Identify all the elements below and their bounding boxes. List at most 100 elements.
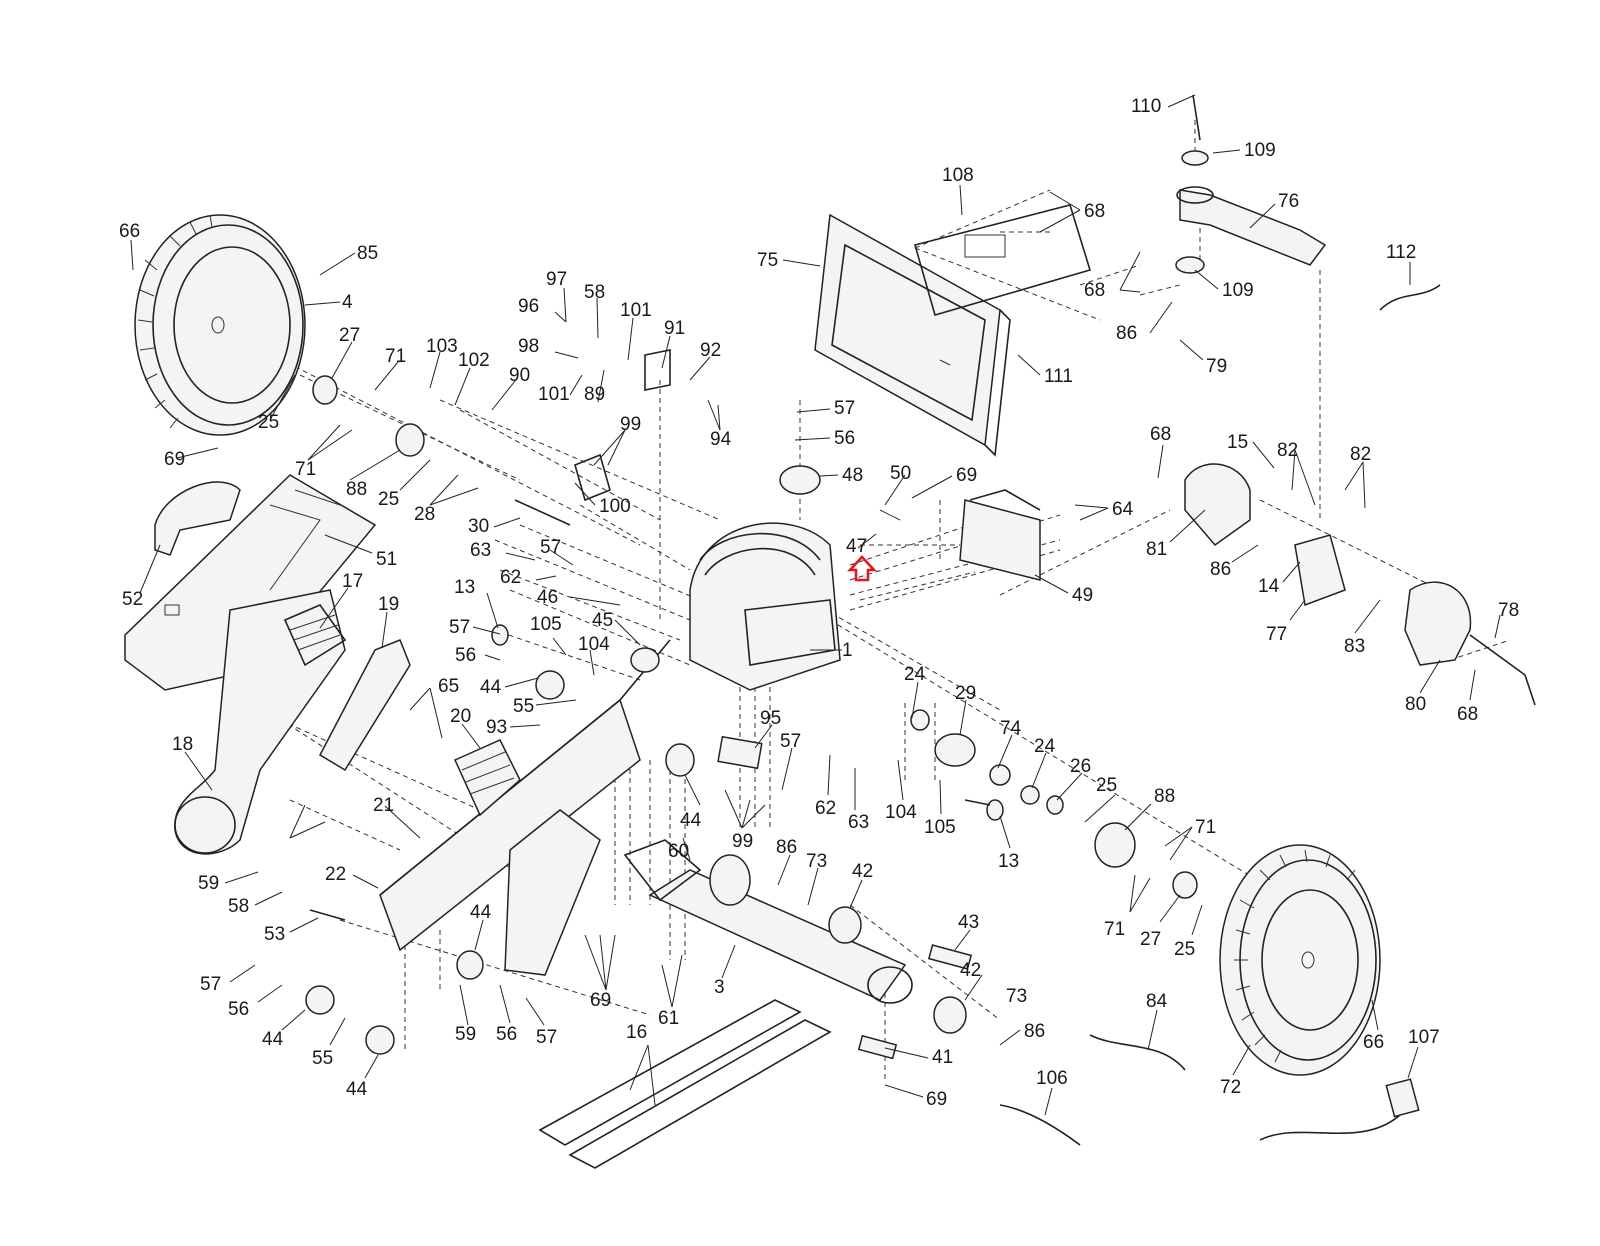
console-back-part-108: [914, 204, 1092, 316]
callout-label: 110: [1131, 96, 1161, 117]
callout-label: 68: [1084, 201, 1105, 222]
callout-label: 79: [1206, 356, 1227, 377]
callout-label: 82: [1277, 440, 1298, 461]
callout-label: 19: [378, 594, 399, 615]
callout-label: 75: [757, 250, 778, 271]
callout-label: 86: [776, 837, 797, 858]
callout-label: 25: [1174, 939, 1195, 960]
console-part-75: [814, 213, 1011, 457]
callout-label: 98: [518, 336, 539, 357]
callout-label: 85: [357, 243, 378, 264]
callout-label: 74: [1000, 718, 1022, 739]
callout-label: 58: [228, 896, 249, 917]
callout-label: 51: [376, 549, 397, 570]
callout-label: 48: [842, 465, 863, 486]
callout-label: 100: [599, 496, 631, 517]
callout-label: 66: [1363, 1032, 1384, 1053]
callout-label: 78: [1498, 600, 1519, 621]
callout-label: 4: [342, 292, 353, 313]
callout-label: 24: [1034, 736, 1056, 757]
callout-label: 61: [658, 1008, 679, 1029]
right-flywheel-part-72: [1219, 844, 1381, 1076]
bracket-part-77: [1294, 534, 1346, 607]
callout-label: 57: [536, 1027, 557, 1048]
callout-label: 96: [518, 296, 539, 317]
callout-label: 94: [710, 429, 732, 450]
callout-label: 73: [806, 851, 827, 872]
callout-label: 55: [513, 696, 534, 717]
callout-label: 25: [1096, 775, 1117, 796]
callout-label: 91: [664, 318, 685, 339]
callout-label: 66: [119, 221, 140, 242]
callout-label: 53: [264, 924, 285, 945]
callout-label: 104: [578, 634, 610, 655]
callout-label: 44: [470, 902, 492, 923]
handle-part-52: [154, 481, 241, 556]
callout-label: 92: [700, 340, 721, 361]
callout-label: 18: [172, 734, 193, 755]
callout-label: 69: [926, 1089, 947, 1110]
callout-label: 106: [1036, 1068, 1068, 1089]
callout-label: 27: [339, 325, 360, 346]
pedal-arm-part-18: [174, 589, 346, 855]
callout-label: 81: [1146, 539, 1167, 560]
callout-label: 89: [584, 384, 605, 405]
callout-label: 68: [1084, 280, 1105, 301]
callout-label: 49: [1072, 585, 1093, 606]
callout-label: 26: [1070, 756, 1091, 777]
callout-label: 45: [592, 610, 613, 631]
callout-label: 56: [496, 1024, 517, 1045]
callout-label: 56: [228, 999, 249, 1020]
callout-label: 101: [620, 300, 652, 321]
callout-label: 44: [480, 677, 502, 698]
callout-label: 57: [780, 731, 801, 752]
callout-label: 16: [626, 1022, 647, 1043]
callout-label: 65: [438, 676, 459, 697]
callout-label: 59: [198, 873, 219, 894]
callout-label: 93: [486, 717, 507, 738]
callout-label: 41: [932, 1047, 953, 1068]
callout-label: 68: [1457, 704, 1478, 725]
pedal-part-17: [283, 604, 347, 667]
leader-lines: [130, 94, 1501, 1116]
callout-label: 47: [846, 536, 867, 557]
callout-label: 22: [325, 864, 346, 885]
callout-label: 71: [385, 346, 406, 367]
callout-label: 20: [450, 706, 471, 727]
callout-label: 42: [960, 960, 981, 981]
callout-label: 99: [732, 831, 753, 852]
callout-label: 57: [200, 974, 221, 995]
callout-label: 109: [1222, 280, 1254, 301]
callout-label: 62: [815, 798, 836, 819]
callout-label: 73: [1006, 986, 1027, 1007]
callout-label: 80: [1405, 694, 1426, 715]
callout-label: 88: [346, 479, 367, 500]
pedal-part-20: [454, 739, 521, 817]
callout-label: 111: [1044, 366, 1073, 387]
callout-label: 25: [378, 489, 399, 510]
callout-label: 83: [1344, 636, 1365, 657]
callout-label: 76: [1278, 191, 1299, 212]
callout-label: 82: [1350, 444, 1371, 465]
plate-part-21: [504, 809, 601, 976]
callout-label: 72: [1220, 1077, 1241, 1098]
callout-label: 71: [1195, 817, 1216, 838]
callout-label: 105: [530, 614, 562, 635]
callout-label: 104: [885, 802, 917, 823]
callout-label: 90: [509, 365, 530, 386]
callout-label: 60: [668, 841, 689, 862]
callout-label: 17: [342, 571, 363, 592]
callout-label: 52: [122, 589, 143, 610]
callout-label: 13: [998, 851, 1019, 872]
callout-label: 112: [1386, 242, 1416, 263]
callout-label: 71: [1104, 919, 1125, 940]
callout-labels: 110 109 108 68 76 75 66 85 4 68 109 112 …: [119, 96, 1519, 1110]
callout-label: 44: [680, 810, 702, 831]
callout-label: 95: [760, 708, 781, 729]
callout-label: 63: [848, 812, 869, 833]
main-frame-part-1: [379, 522, 841, 952]
callout-label: 68: [1150, 424, 1171, 445]
callout-label: 103: [426, 336, 458, 357]
